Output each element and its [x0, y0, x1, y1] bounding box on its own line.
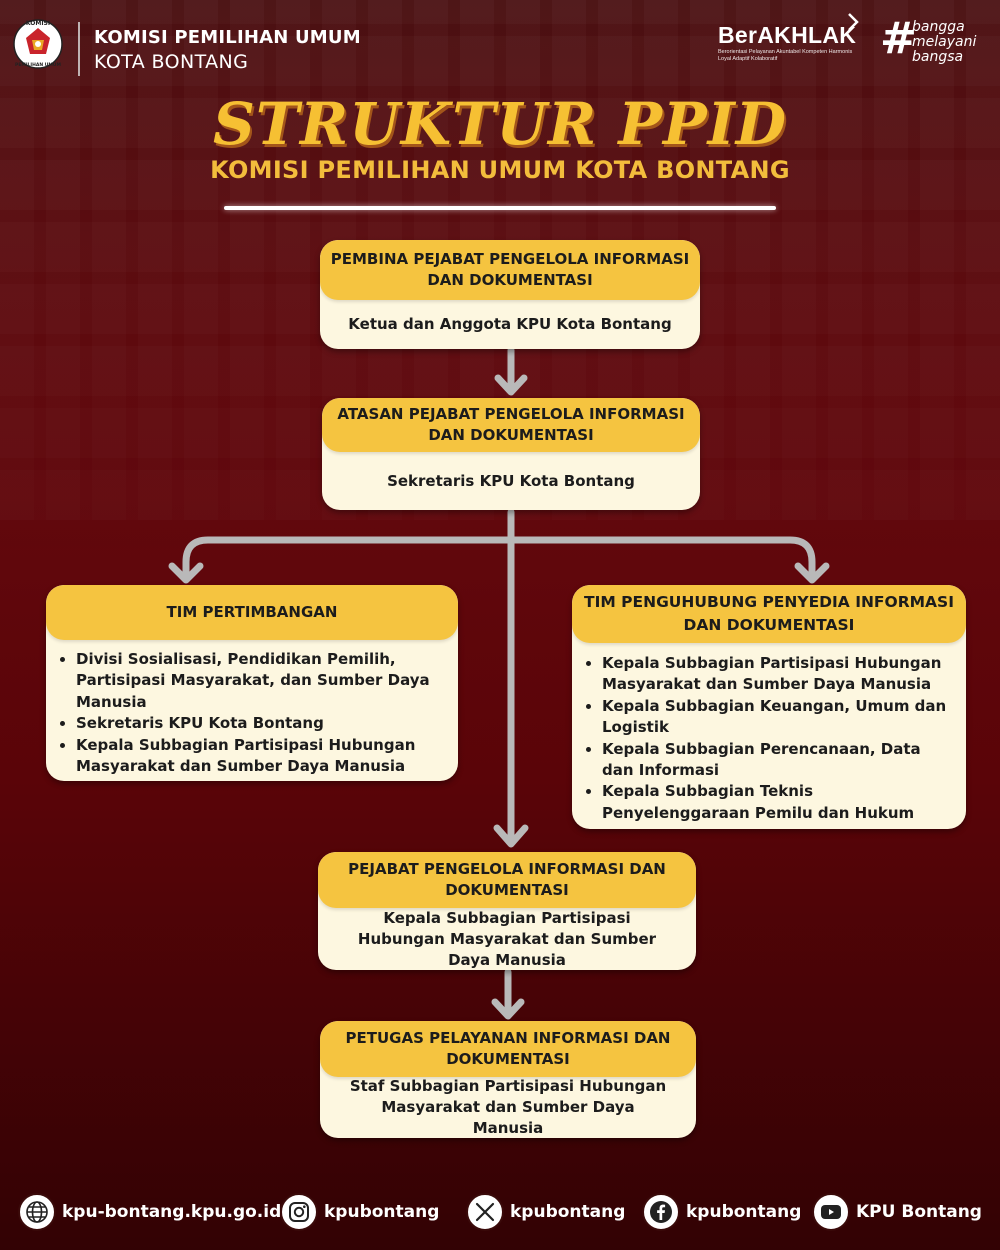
website-link[interactable]: kpu-bontang.kpu.go.id: [62, 1202, 282, 1222]
arrowhead-pertimbangan: [168, 562, 204, 584]
list-item: Kepala Subbagian Teknis Penyelenggaraan …: [602, 781, 952, 824]
footer-x[interactable]: kpubontang: [466, 1192, 625, 1232]
logo-text-top: KOMISI: [26, 20, 50, 27]
footer-instagram[interactable]: kpubontang: [280, 1192, 439, 1232]
org-name: KOMISI PEMILIHAN UMUM: [94, 27, 361, 48]
box-petugas-head: PETUGAS PELAYANAN INFORMASI DAN DOKUMENT…: [320, 1021, 696, 1077]
arrowhead-ppid: [493, 824, 529, 848]
globe-icon: [18, 1193, 56, 1231]
box-penghubung-head: TIM PENGUHUBUNG PENYEDIA INFORMASI DAN D…: [572, 585, 966, 643]
box-petugas-body: Staf Subbagian Partisipasi Hubungan Masy…: [349, 1077, 667, 1137]
title-underline: [224, 206, 776, 210]
berakhlak-subtitle: Berorientasi Pelayanan Akuntabel Kompete…: [718, 49, 853, 62]
penghubung-list: Kepala Subbagian Partisipasi Hubungan Ma…: [572, 653, 966, 824]
footer-youtube[interactable]: KPU Bontang: [812, 1192, 982, 1232]
youtube-channel[interactable]: KPU Bontang: [856, 1202, 982, 1222]
box-atasan: ATASAN PEJABAT PENGELOLA INFORMASI DAN D…: [322, 398, 700, 510]
box-ppid-body: Kepala Subbagian Partisipasi Hubungan Ma…: [357, 908, 657, 969]
box-petugas: PETUGAS PELAYANAN INFORMASI DAN DOKUMENT…: [320, 1021, 696, 1138]
box-atasan-body: Sekretaris KPU Kota Bontang: [387, 471, 635, 490]
list-item: Kepala Subbagian Partisipasi Hubungan Ma…: [76, 735, 444, 778]
footer-facebook[interactable]: kpubontang: [642, 1192, 801, 1232]
list-item: Divisi Sosialisasi, Pendidikan Pemilih, …: [76, 649, 444, 713]
page-subtitle: KOMISI PEMILIHAN UMUM KOTA BONTANG: [210, 156, 790, 184]
arrowhead-petugas: [491, 998, 525, 1020]
berakhlak-chevron-icon: [848, 13, 859, 31]
list-item: Kepala Subbagian Perencanaan, Data dan I…: [602, 739, 952, 782]
footer-website[interactable]: kpu-bontang.kpu.go.id: [18, 1192, 281, 1232]
box-tim-penghubung: TIM PENGUHUBUNG PENYEDIA INFORMASI DAN D…: [572, 585, 966, 829]
box-pembina-body: Ketua dan Anggota KPU Kota Bontang: [348, 315, 672, 333]
berakhlak-title: BerAKHLAK: [718, 22, 857, 48]
bangga-melayani-logo: # bangga melayani bangsa: [880, 14, 990, 68]
x-twitter-icon: [466, 1193, 504, 1231]
box-pembina-head: PEMBINA PEJABAT PENGELOLA INFORMASI DAN …: [320, 240, 700, 300]
kpu-logo-icon: KOMISI PEMILIHAN UMUM: [12, 14, 64, 78]
facebook-handle[interactable]: kpubontang: [686, 1202, 802, 1222]
facebook-icon: [642, 1193, 680, 1231]
bangga-word-3: bangsa: [912, 49, 964, 65]
list-item: Sekretaris KPU Kota Bontang: [76, 713, 444, 734]
pertimbangan-list: Divisi Sosialisasi, Pendidikan Pemilih, …: [46, 649, 458, 777]
bangga-word-1: bangga: [912, 19, 965, 35]
header-divider: [78, 22, 80, 76]
hashtag-icon: #: [880, 13, 917, 64]
box-pembina: PEMBINA PEJABAT PENGELOLA INFORMASI DAN …: [320, 240, 700, 349]
list-item: Kepala Subbagian Partisipasi Hubungan Ma…: [602, 653, 952, 696]
instagram-icon: [280, 1193, 318, 1231]
arrowhead-atasan: [494, 374, 528, 396]
connector-to-pertimbangan: [182, 536, 515, 582]
connector-to-penghubung: [507, 536, 816, 582]
box-atasan-head: ATASAN PEJABAT PENGELOLA INFORMASI DAN D…: [322, 398, 700, 452]
arrowhead-penghubung: [794, 562, 830, 584]
instagram-handle[interactable]: kpubontang: [324, 1202, 440, 1222]
box-pertimbangan-head: TIM PERTIMBANGAN: [46, 585, 458, 640]
bangga-word-2: melayani: [912, 34, 977, 50]
berakhlak-logo: BerAKHLAK Berorientasi Pelayanan Akuntab…: [718, 22, 858, 63]
org-city: KOTA BONTANG: [94, 51, 249, 73]
box-tim-pertimbangan: TIM PERTIMBANGAN Divisi Sosialisasi, Pen…: [46, 585, 458, 781]
logo-text-bottom: PEMILIHAN UMUM: [15, 62, 61, 68]
box-ppid-head: PEJABAT PENGELOLA INFORMASI DAN DOKUMENT…: [318, 852, 696, 908]
youtube-icon: [812, 1193, 850, 1231]
box-ppid: PEJABAT PENGELOLA INFORMASI DAN DOKUMENT…: [318, 852, 696, 970]
x-handle[interactable]: kpubontang: [510, 1202, 626, 1222]
list-item: Kepala Subbagian Keuangan, Umum dan Logi…: [602, 696, 952, 739]
page-title: STRUKTUR PPID: [212, 90, 788, 158]
